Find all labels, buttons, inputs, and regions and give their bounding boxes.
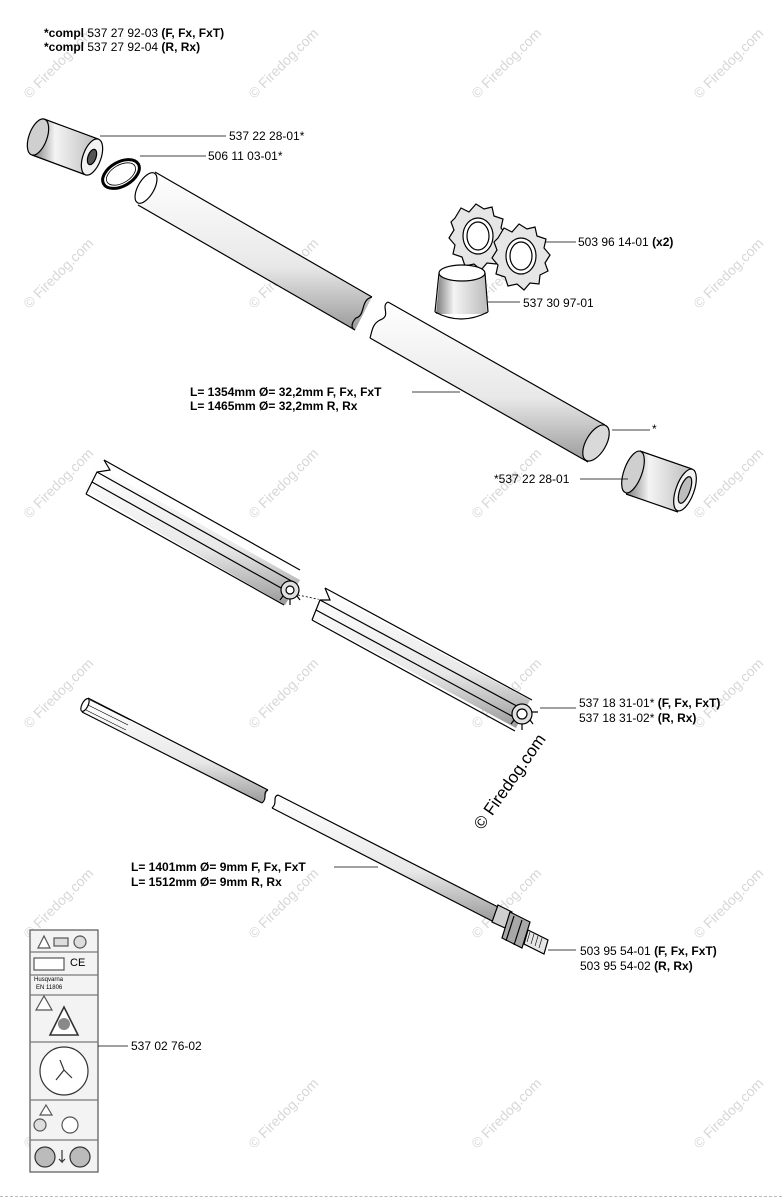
header-compl: *compl 537 27 92-03 (F, Fx, FxT) *compl … bbox=[44, 26, 224, 54]
label-shaft-length-1: L= 1401mm Ø= 9mm F, Fx, FxT bbox=[131, 860, 306, 874]
o-ring bbox=[101, 158, 141, 190]
drive-shaft-upper bbox=[80, 697, 269, 804]
liner-lower bbox=[311, 587, 538, 732]
label-bushing-bottom: *537 22 28-01 bbox=[494, 472, 570, 486]
star-bearing-2 bbox=[491, 223, 551, 291]
label-star-bearing: 503 96 14-01 (x2) bbox=[578, 235, 674, 249]
warning-decal bbox=[29, 929, 99, 1173]
liner-gap bbox=[297, 594, 323, 601]
label-tube-length-1: L= 1354mm Ø= 32,2mm F, Fx, FxT bbox=[190, 385, 382, 399]
header-line-1: *compl 537 27 92-03 (F, Fx, FxT) bbox=[44, 26, 225, 40]
decal-standard-text: EN 11806 bbox=[36, 985, 63, 991]
liner-upper bbox=[85, 459, 301, 606]
sleeve bbox=[434, 264, 489, 320]
label-shaft-length-2: L= 1512mm Ø= 9mm R, Rx bbox=[131, 875, 282, 889]
drive-shaft-lower bbox=[271, 794, 549, 955]
page-bottom-rule bbox=[0, 1196, 782, 1197]
outer-tube-lower bbox=[369, 301, 610, 463]
label-tube-length-2: L= 1465mm Ø= 32,2mm R, Rx bbox=[190, 399, 358, 413]
label-decal: 537 02 76-02 bbox=[131, 1039, 202, 1053]
decal-ce-text: CE bbox=[70, 957, 86, 969]
label-ring: 506 11 03-01* bbox=[208, 149, 283, 163]
label-shaft-1: 503 95 54-01 (F, Fx, FxT) bbox=[580, 944, 717, 958]
bushing-bottom bbox=[621, 450, 697, 513]
star-bearing-1 bbox=[448, 203, 508, 271]
bushing-top bbox=[26, 118, 104, 176]
decal-model-text: Husqvarna bbox=[34, 977, 64, 983]
label-asterisk: * bbox=[652, 422, 657, 436]
label-bushing-top: 537 22 28-01* bbox=[229, 129, 305, 143]
label-liner-2: 537 18 31-02* (R, Rx) bbox=[579, 711, 697, 725]
outer-tube-upper bbox=[134, 171, 373, 331]
label-shaft-2: 503 95 54-02 (R, Rx) bbox=[580, 959, 693, 973]
label-sleeve: 537 30 97-01 bbox=[523, 296, 594, 310]
label-liner-1: 537 18 31-01* (F, Fx, FxT) bbox=[579, 696, 721, 710]
header-line-2: *compl 537 27 92-04 (R, Rx) bbox=[44, 40, 201, 54]
